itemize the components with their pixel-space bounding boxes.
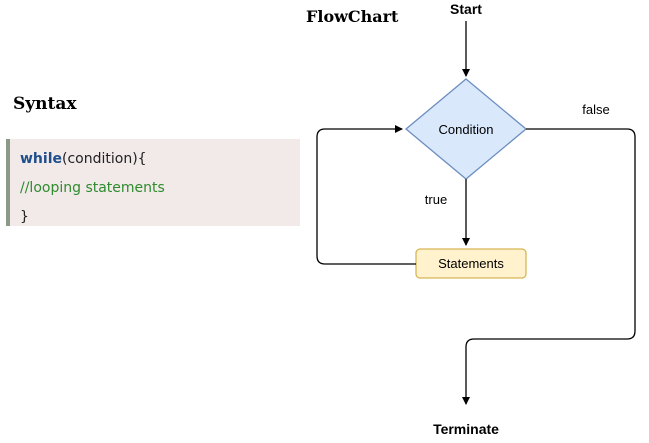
code-comment: //looping statements — [20, 180, 165, 196]
code-block: while(condition){ //looping statements } — [6, 139, 300, 226]
condition-label: Condition — [439, 122, 494, 137]
loop-back-arrow — [316, 125, 416, 265]
true-label: true — [425, 192, 447, 207]
terminate-label: Terminate — [433, 421, 499, 437]
while-keyword: while — [20, 151, 62, 167]
false-label: false — [582, 102, 609, 117]
syntax-heading: Syntax — [13, 94, 77, 114]
code-close-brace: } — [20, 209, 29, 225]
statements-label: Statements — [438, 256, 504, 271]
start-label: Start — [450, 1, 482, 17]
false-branch-arrow — [462, 128, 636, 405]
code-line-while: while(condition){ — [20, 145, 300, 174]
condition-text: (condition){ — [62, 151, 147, 167]
flowchart-heading: FlowChart — [306, 7, 399, 26]
